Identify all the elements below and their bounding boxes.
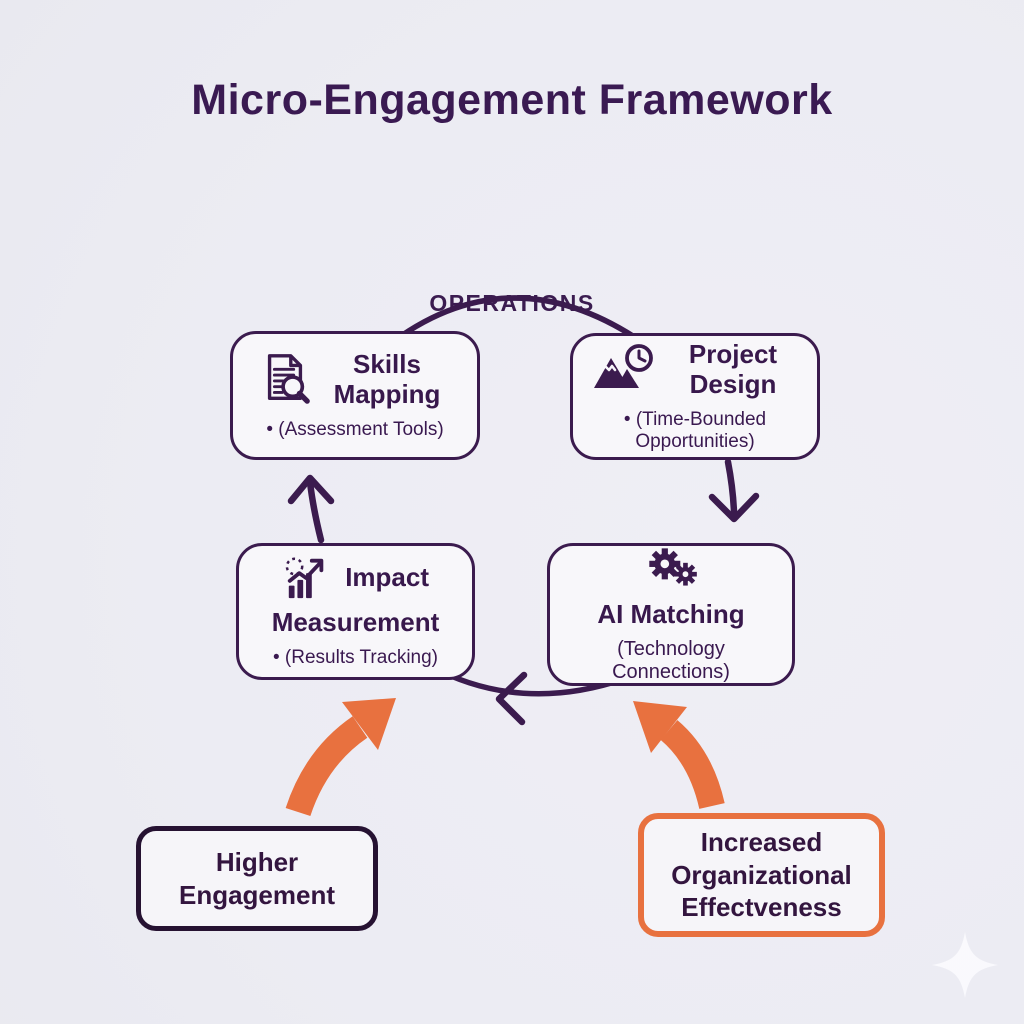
outcome-organizational-effectiveness: Increased Organizational Effectveness — [638, 813, 885, 937]
chart-growth-icon — [282, 557, 339, 606]
arrow-up-impact-to-skills — [287, 474, 335, 544]
outcome-label: Higher Engagement — [178, 847, 336, 910]
outcome-higher-engagement: Higher Engagement — [136, 826, 378, 931]
node-title: Project Design — [688, 339, 778, 400]
node-project-design: Project Design • (Time-Bounded Opportuni… — [570, 333, 820, 460]
cycle-top-arc — [383, 295, 655, 352]
node-skills-mapping: Skills Mapping • (Assessment Tools) — [230, 331, 480, 460]
arrow-down-project-to-ai — [708, 458, 760, 523]
node-title: AI Matching — [597, 599, 745, 630]
node-bullet: • (Results Tracking) — [272, 647, 439, 669]
node-title: Impact Measurement — [271, 561, 440, 638]
node-title: Skills Mapping — [333, 349, 441, 410]
node-ai-matching: AI Matching (Technology Connections) — [547, 543, 795, 686]
node-bullet: • (Time-Bounded Opportunities) — [623, 409, 767, 452]
sparkle-icon — [932, 932, 998, 998]
node-impact-measurement: Impact Measurement • (Results Tracking) — [236, 543, 475, 680]
orange-arrow-engagement — [285, 698, 396, 817]
gears-icon — [640, 545, 702, 596]
outcome-label: Increased Organizational Effectveness — [671, 827, 852, 923]
document-search-icon — [258, 351, 312, 410]
orange-arrow-effectiveness — [633, 701, 725, 810]
node-bullet: • (Assessment Tools) — [266, 418, 444, 440]
node-subtitle: (Technology Connections) — [612, 637, 730, 683]
page-title: Micro-Engagement Framework — [191, 76, 833, 124]
mountains-clock-icon — [592, 342, 658, 399]
